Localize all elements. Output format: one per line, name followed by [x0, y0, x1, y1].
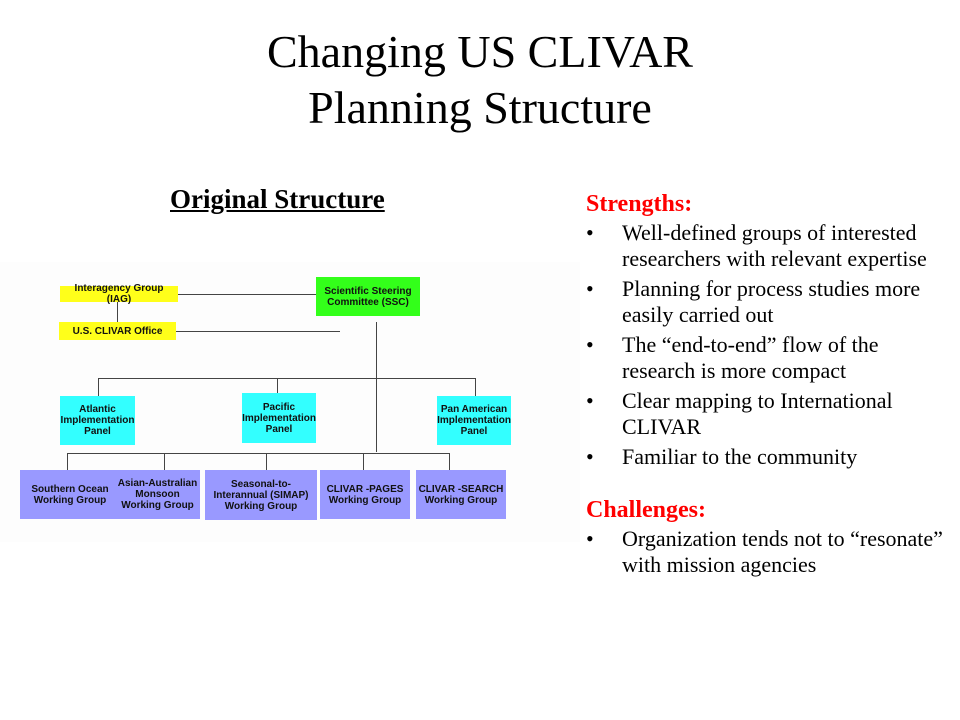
strength-item: •Planning for process studies more easil… [586, 276, 921, 327]
strength-item: •Well-defined groups of interested resea… [586, 220, 927, 271]
bullet-icon: • [586, 444, 594, 469]
strengths-list: •Well-defined groups of interested resea… [586, 220, 956, 470]
bullet-icon: • [586, 220, 594, 245]
strength-item: •The “end-to-end” flow of the research i… [586, 332, 879, 383]
title-line-2: Planning Structure [308, 82, 652, 133]
connector-atlantic [98, 378, 99, 396]
node-clivar-pages-wg: CLIVAR -PAGES Working Group [320, 470, 410, 519]
connector-iag-ssc [178, 294, 316, 295]
node-asian-australian-wg: Asian-Australian Monsoon Working Group [115, 470, 200, 519]
strength-item: •Familiar to the community [586, 444, 858, 469]
challenges-heading: Challenges: [586, 497, 706, 523]
org-chart: Interagency Group (IAG) U.S. CLIVAR Offi… [0, 262, 580, 542]
node-southern-ocean-wg: Southern Ocean Working Group [20, 470, 120, 519]
bullet-icon: • [586, 526, 594, 551]
strength-item: •Clear mapping to International CLIVAR [586, 388, 893, 439]
connector-panam [475, 378, 476, 396]
connector-office-trunk [176, 331, 340, 332]
challenges-list: •Organization tends not to “resonate” wi… [586, 526, 956, 578]
challenge-item: •Organization tends not to “resonate” wi… [586, 526, 943, 577]
connector-ssc-trunk [376, 322, 377, 452]
connector-search [449, 453, 450, 470]
node-simap-wg: Seasonal-to-Interannual (SIMAP) Working … [205, 470, 317, 520]
original-structure-heading: Original Structure [170, 184, 385, 214]
connector-pages [363, 453, 364, 470]
node-panam-panel: Pan American Implementation Panel [437, 396, 511, 445]
node-clivar-search-wg: CLIVAR -SEARCH Working Group [416, 470, 506, 519]
strengths-heading: Strengths: [586, 191, 693, 217]
bullet-icon: • [586, 276, 594, 301]
slide-title: Changing US CLIVAR Planning Structure [0, 24, 960, 136]
connector-southern [67, 453, 68, 470]
node-iag: Interagency Group (IAG) [60, 283, 178, 305]
connector-asian [164, 453, 165, 470]
connector-wg-bar [67, 453, 450, 454]
connector-pacific [277, 378, 278, 393]
node-atlantic-panel: Atlantic Implementation Panel [60, 396, 135, 445]
connector-simap [266, 453, 267, 470]
connector-iag-office [117, 302, 118, 322]
connector-panels-bar [98, 378, 476, 379]
node-ssc: Scientific Steering Committee (SSC) [316, 277, 420, 316]
node-us-clivar-office: U.S. CLIVAR Office [59, 322, 176, 340]
bullet-icon: • [586, 388, 594, 413]
node-pacific-panel: Pacific Implementation Panel [242, 393, 316, 443]
bullet-icon: • [586, 332, 594, 357]
title-line-1: Changing US CLIVAR [267, 26, 693, 77]
assessment-panel: Strengths: •Well-defined groups of inter… [586, 190, 956, 582]
